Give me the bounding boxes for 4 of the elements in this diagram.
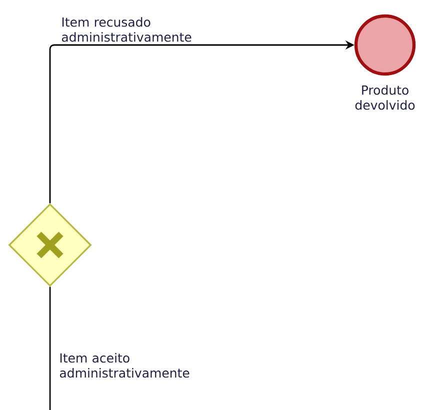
edge-label: Item recusado administrativamente bbox=[62, 17, 192, 42]
event-label: Produto devolvido bbox=[355, 85, 415, 110]
end-event-circle bbox=[354, 14, 416, 76]
edge-label: Item aceito administrativamente bbox=[60, 353, 190, 378]
